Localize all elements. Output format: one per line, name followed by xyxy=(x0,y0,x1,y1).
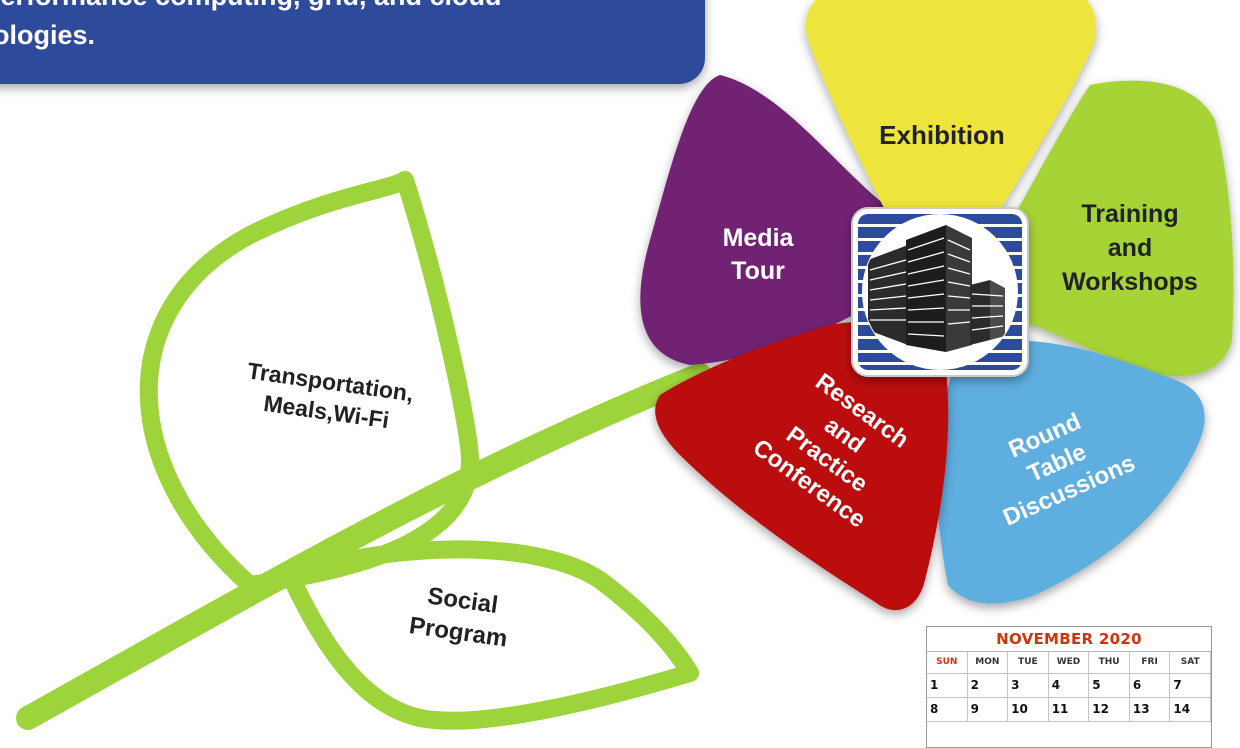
banner-line: hnologies. xyxy=(0,20,95,50)
banner-text: h performance computing, grid, and cloud… xyxy=(0,0,680,55)
stem-and-leaves xyxy=(16,171,712,730)
label-line: Training xyxy=(1081,200,1178,228)
calendar-day: 9 xyxy=(967,698,1009,722)
calendar-day: 2 xyxy=(967,674,1009,698)
petal-round-table xyxy=(936,340,1205,604)
info-banner: h performance computing, grid, and cloud… xyxy=(0,0,705,84)
label-line: Workshops xyxy=(1062,268,1198,296)
label-exhibition: Exhibition xyxy=(879,120,1005,150)
calendar-day: 13 xyxy=(1129,698,1171,722)
label-social: Social Program xyxy=(408,582,510,652)
label-training: Training and Workshops xyxy=(1062,200,1198,296)
calendar-day: 11 xyxy=(1048,698,1090,722)
weekday-header: MON xyxy=(967,652,1009,674)
calendar-day: 6 xyxy=(1129,674,1171,698)
petal-media-tour xyxy=(640,75,901,365)
petals xyxy=(640,0,1234,611)
calendar-title: NOVEMBER 2020 xyxy=(927,627,1211,652)
label-line: and xyxy=(1108,234,1152,262)
label-line: Tour xyxy=(731,257,785,285)
petal-exhibition xyxy=(805,0,1097,237)
petal-training xyxy=(991,80,1234,377)
label-line: Media xyxy=(723,224,795,252)
weekday-header: SAT xyxy=(1170,652,1211,674)
weekday-header: SUN xyxy=(927,652,968,674)
calendar-day: 10 xyxy=(1008,698,1049,722)
leaf-social xyxy=(281,540,699,730)
petal-research xyxy=(655,321,949,611)
label-transportation: Transportation, Meals,Wi-Fi xyxy=(246,357,415,433)
weekday-header: FRI xyxy=(1129,652,1171,674)
weekday-header: WED xyxy=(1048,652,1090,674)
label-line: Exhibition xyxy=(879,120,1005,150)
calendar-day: 3 xyxy=(1008,674,1049,698)
center-logo xyxy=(851,207,1029,377)
stem xyxy=(16,363,712,730)
weekday-header: THU xyxy=(1089,652,1130,674)
weekday-header: TUE xyxy=(1008,652,1049,674)
calendar-day: 4 xyxy=(1048,674,1090,698)
banner-line: h performance computing, grid, and cloud xyxy=(0,0,680,16)
calendar: NOVEMBER 2020 SUN MON TUE WED THU FRI SA… xyxy=(926,626,1212,748)
leaf-transportation xyxy=(139,171,479,594)
calendar-day: 14 xyxy=(1170,698,1211,722)
calendar-day: 1 xyxy=(927,674,968,698)
calendar-day: 12 xyxy=(1089,698,1130,722)
calendar-grid: SUN MON TUE WED THU FRI SAT 1 2 3 4 5 6 … xyxy=(927,652,1211,722)
label-line: Social xyxy=(426,582,500,619)
calendar-day: 5 xyxy=(1089,674,1130,698)
label-media-tour: Media Tour xyxy=(723,224,795,285)
calendar-day: 8 xyxy=(927,698,968,722)
buildings-icon xyxy=(868,225,1005,352)
calendar-day: 7 xyxy=(1170,674,1211,698)
